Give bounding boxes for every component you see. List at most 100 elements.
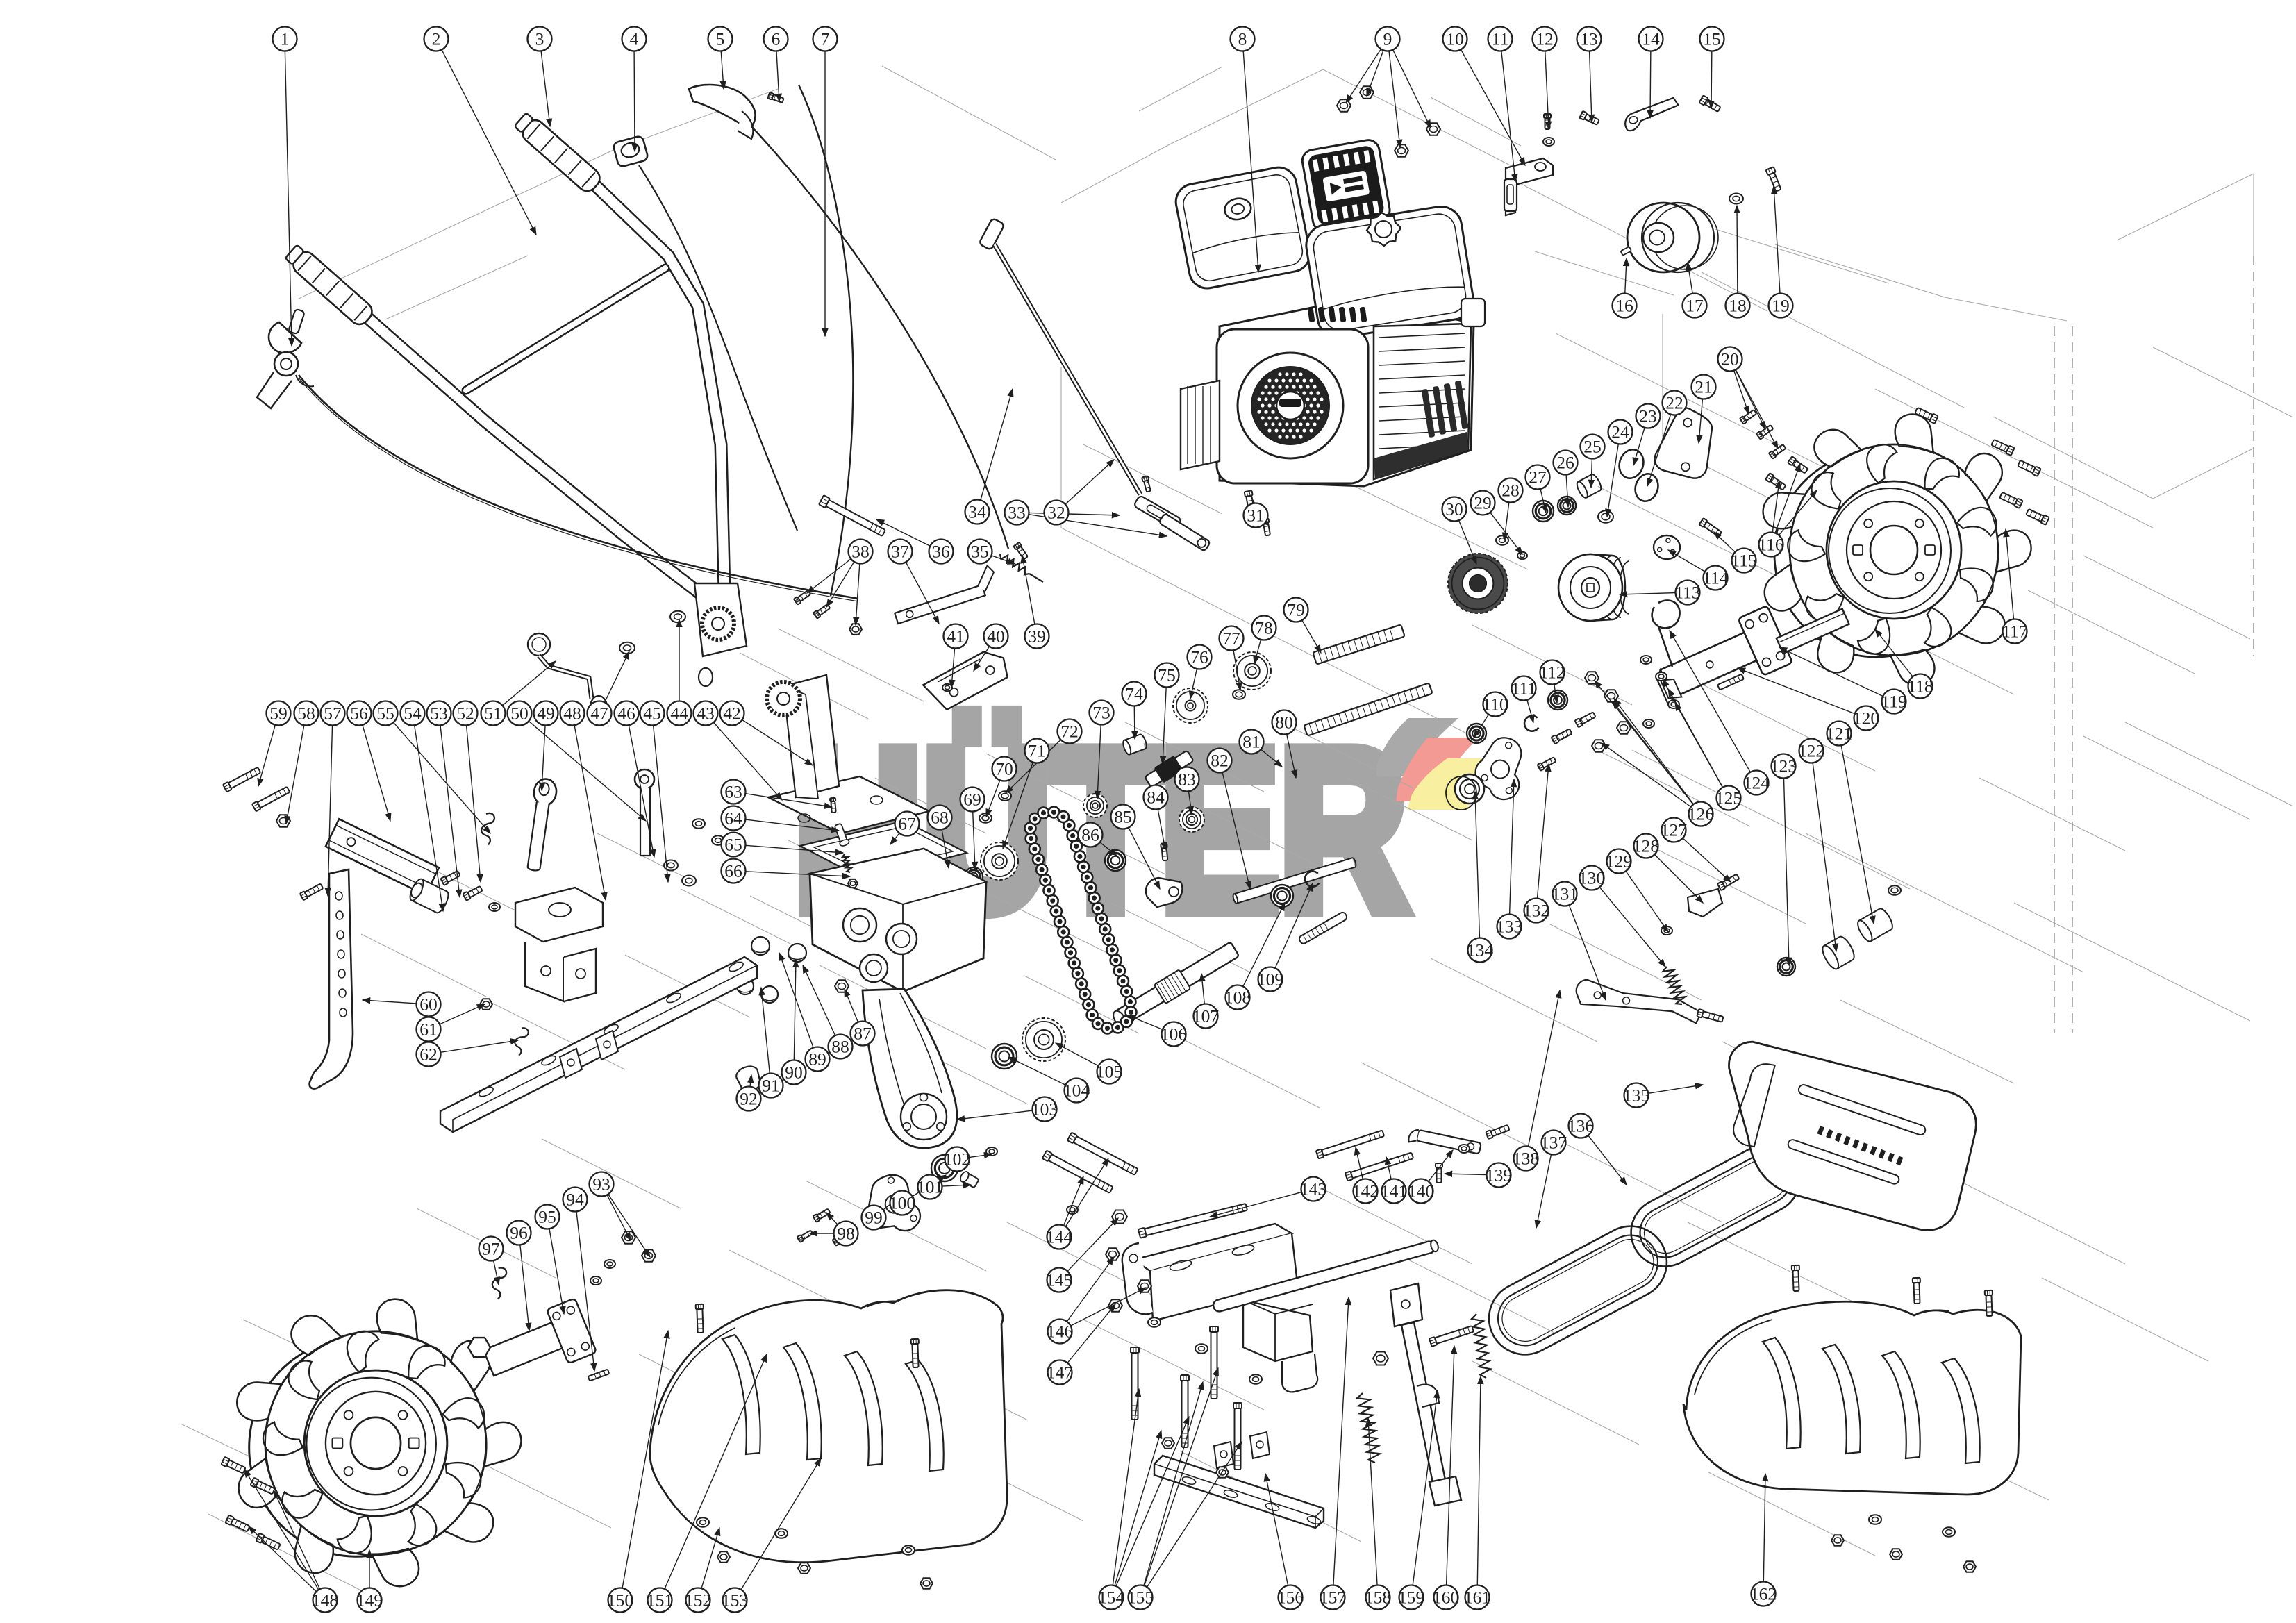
svg-text:98: 98 — [837, 1224, 855, 1244]
svg-text:42: 42 — [723, 704, 741, 724]
svg-text:100: 100 — [889, 1193, 915, 1213]
svg-text:131: 131 — [1552, 884, 1578, 904]
svg-text:93: 93 — [592, 1174, 610, 1195]
svg-text:125: 125 — [1715, 788, 1742, 808]
svg-text:104: 104 — [1063, 1081, 1090, 1101]
svg-text:21: 21 — [1695, 377, 1713, 397]
svg-text:157: 157 — [1320, 1588, 1347, 1608]
svg-text:162: 162 — [1750, 1584, 1777, 1604]
svg-text:160: 160 — [1433, 1588, 1459, 1608]
svg-text:107: 107 — [1192, 1006, 1220, 1026]
svg-text:122: 122 — [1798, 741, 1824, 761]
svg-text:23: 23 — [1639, 406, 1657, 426]
svg-text:133: 133 — [1496, 917, 1522, 937]
svg-text:132: 132 — [1523, 901, 1549, 921]
svg-text:58: 58 — [297, 704, 315, 724]
svg-text:29: 29 — [1474, 493, 1492, 513]
svg-text:138: 138 — [1513, 1149, 1539, 1169]
svg-text:86: 86 — [1081, 825, 1099, 845]
svg-text:106: 106 — [1161, 1024, 1187, 1044]
svg-text:89: 89 — [808, 1049, 826, 1069]
svg-text:33: 33 — [1008, 503, 1026, 523]
svg-text:88: 88 — [831, 1037, 849, 1057]
svg-text:129: 129 — [1606, 851, 1632, 872]
svg-text:32: 32 — [1047, 503, 1065, 523]
svg-text:53: 53 — [430, 704, 448, 724]
svg-text:10: 10 — [1446, 29, 1464, 49]
svg-text:135: 135 — [1623, 1085, 1649, 1106]
svg-text:110: 110 — [1482, 694, 1508, 715]
svg-text:126: 126 — [1688, 804, 1714, 824]
svg-text:22: 22 — [1665, 393, 1683, 413]
svg-text:55: 55 — [376, 704, 394, 724]
svg-text:97: 97 — [482, 1239, 500, 1259]
svg-text:51: 51 — [484, 704, 502, 724]
svg-text:34: 34 — [968, 502, 986, 522]
svg-text:54: 54 — [404, 704, 422, 724]
svg-text:161: 161 — [1464, 1588, 1490, 1608]
svg-text:115: 115 — [1731, 551, 1756, 571]
svg-text:60: 60 — [419, 994, 438, 1015]
svg-text:141: 141 — [1381, 1181, 1407, 1201]
svg-text:102: 102 — [944, 1149, 970, 1170]
svg-text:15: 15 — [1703, 29, 1721, 49]
svg-text:1: 1 — [281, 29, 290, 49]
svg-text:57: 57 — [324, 704, 342, 724]
svg-text:20: 20 — [1721, 349, 1739, 369]
svg-text:44: 44 — [670, 704, 688, 724]
svg-text:41: 41 — [947, 626, 965, 647]
svg-text:40: 40 — [987, 626, 1005, 647]
svg-text:9: 9 — [1383, 29, 1392, 49]
svg-text:73: 73 — [1092, 703, 1110, 723]
svg-text:92: 92 — [740, 1089, 758, 1109]
svg-text:46: 46 — [617, 704, 635, 724]
svg-text:82: 82 — [1211, 751, 1229, 771]
svg-text:158: 158 — [1365, 1588, 1391, 1608]
svg-text:25: 25 — [1583, 437, 1602, 457]
svg-text:79: 79 — [1287, 600, 1305, 620]
svg-text:111: 111 — [1511, 679, 1536, 699]
svg-text:4: 4 — [630, 29, 639, 49]
svg-text:117: 117 — [2002, 622, 2028, 642]
svg-text:37: 37 — [891, 542, 909, 562]
svg-text:142: 142 — [1352, 1181, 1379, 1201]
svg-text:31: 31 — [1247, 506, 1265, 526]
svg-text:14: 14 — [1642, 29, 1660, 49]
svg-text:105: 105 — [1096, 1062, 1122, 1082]
svg-text:6: 6 — [772, 29, 781, 49]
svg-text:66: 66 — [724, 861, 742, 881]
svg-text:35: 35 — [971, 542, 989, 562]
svg-text:116: 116 — [1758, 535, 1783, 555]
svg-text:13: 13 — [1580, 29, 1598, 49]
svg-text:123: 123 — [1770, 756, 1797, 776]
svg-text:74: 74 — [1125, 684, 1143, 704]
svg-text:11: 11 — [1492, 29, 1509, 49]
svg-text:87: 87 — [854, 1024, 872, 1044]
svg-text:121: 121 — [1826, 724, 1852, 744]
svg-text:146: 146 — [1047, 1322, 1073, 1342]
svg-text:159: 159 — [1398, 1588, 1424, 1608]
svg-text:45: 45 — [643, 704, 661, 724]
svg-text:17: 17 — [1686, 296, 1704, 316]
svg-text:28: 28 — [1501, 481, 1520, 501]
svg-text:154: 154 — [1098, 1588, 1125, 1608]
svg-text:63: 63 — [724, 782, 742, 802]
svg-text:27: 27 — [1529, 467, 1547, 488]
svg-text:16: 16 — [1615, 296, 1633, 316]
svg-text:43: 43 — [697, 704, 715, 724]
svg-text:19: 19 — [1772, 296, 1790, 316]
svg-text:3: 3 — [535, 29, 544, 49]
svg-text:112: 112 — [1539, 663, 1565, 683]
svg-text:147: 147 — [1047, 1363, 1074, 1383]
svg-text:36: 36 — [932, 542, 950, 562]
svg-text:80: 80 — [1275, 713, 1293, 733]
svg-text:12: 12 — [1536, 29, 1554, 49]
svg-text:2: 2 — [432, 29, 441, 49]
svg-text:119: 119 — [1881, 692, 1906, 712]
svg-text:83: 83 — [1178, 769, 1196, 790]
svg-text:149: 149 — [356, 1590, 383, 1610]
svg-text:85: 85 — [1114, 807, 1132, 827]
svg-text:128: 128 — [1633, 836, 1659, 856]
svg-text:78: 78 — [1255, 618, 1273, 638]
svg-text:90: 90 — [785, 1063, 803, 1083]
